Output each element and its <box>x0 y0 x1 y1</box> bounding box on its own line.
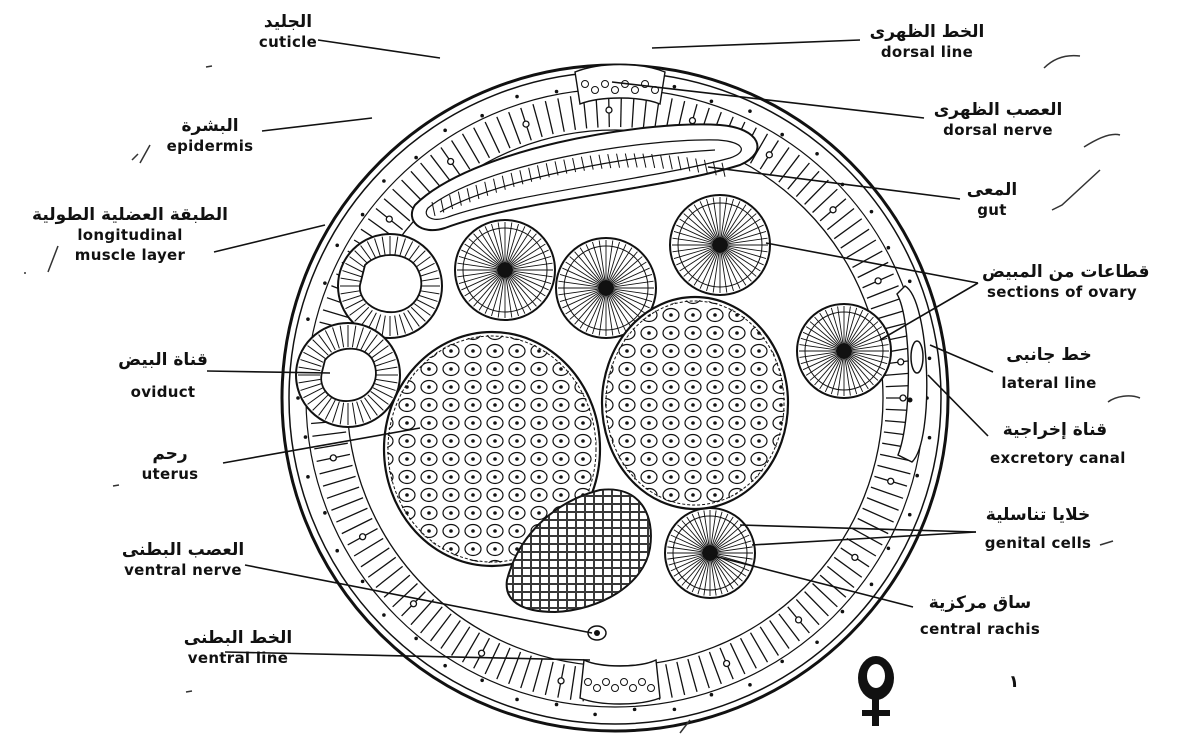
label-dorsal-nerve-en: dorsal nerve <box>928 120 1068 140</box>
label-ventral-nerve-en: ventral nerve <box>118 560 248 580</box>
label-uterus-ar: رحم <box>120 444 220 464</box>
label-dorsal-nerve: العصب الظهرى dorsal nerve <box>928 100 1068 140</box>
label-sections-of-ovary-ar: قطاعات من المبيض <box>982 262 1142 282</box>
label-oviduct-en: oviduct <box>108 382 218 402</box>
label-genital-cells: خلايا تناسلية genital cells <box>978 505 1098 553</box>
label-ventral-nerve-ar: العصب البطنى <box>118 540 248 560</box>
label-oviduct: قناة البيض oviduct <box>108 350 218 402</box>
label-dorsal-nerve-ar: العصب الظهرى <box>928 100 1068 120</box>
label-epidermis-en: epidermis <box>150 136 270 156</box>
label-longitudinal-en1: longitudinal <box>30 225 230 245</box>
ovary-section-4 <box>797 304 891 398</box>
label-oviduct-ar: قناة البيض <box>108 350 218 370</box>
label-cuticle-ar: الجليد <box>248 12 328 32</box>
label-dorsal-line-ar: الخط الظهرى <box>862 22 992 42</box>
label-longitudinal-muscle-layer: الطبقة العضلية الطولية longitudinal musc… <box>30 205 230 265</box>
label-cuticle: الجليد cuticle <box>248 12 328 52</box>
label-cuticle-en: cuticle <box>248 32 328 52</box>
label-dorsal-line: الخط الظهرى dorsal line <box>862 22 992 62</box>
label-uterus-en: uterus <box>120 464 220 484</box>
label-epidermis-ar: البشرة <box>150 116 270 136</box>
label-longitudinal-en2: muscle layer <box>30 245 230 265</box>
ovary-section-5 <box>665 508 755 598</box>
page-number: ١ <box>1004 672 1024 692</box>
label-genital-cells-ar: خلايا تناسلية <box>978 505 1098 525</box>
uterus-right <box>600 296 790 511</box>
label-longitudinal-ar: الطبقة العضلية الطولية <box>30 205 230 225</box>
label-dorsal-line-en: dorsal line <box>862 42 992 62</box>
label-central-rachis: ساق مركزية central rachis <box>910 593 1050 639</box>
label-excretory-canal-ar: قناة إخراجية <box>990 420 1120 440</box>
label-uterus: رحم uterus <box>120 444 220 484</box>
label-gut: المعى gut <box>962 180 1022 220</box>
label-epidermis: البشرة epidermis <box>150 116 270 156</box>
label-ventral-nerve: العصب البطنى ventral nerve <box>118 540 248 580</box>
label-sections-of-ovary-en: sections of ovary <box>982 282 1142 302</box>
label-genital-cells-en: genital cells <box>978 533 1098 553</box>
label-ventral-line-en: ventral line <box>178 648 298 668</box>
label-lateral-line-ar: خط جانبى <box>994 345 1104 365</box>
label-gut-en: gut <box>962 200 1022 220</box>
label-lateral-line-en: lateral line <box>994 373 1104 393</box>
label-lateral-line: خط جانبى lateral line <box>994 345 1104 393</box>
dorsal-line-structure <box>575 65 665 105</box>
label-ventral-line-ar: الخط البطنى <box>178 628 298 648</box>
label-central-rachis-en: central rachis <box>910 619 1050 639</box>
ovary-section-1 <box>455 220 555 320</box>
label-excretory-canal-en: excretory canal <box>990 448 1120 468</box>
ovary-section-3 <box>670 195 770 295</box>
label-ventral-line: الخط البطنى ventral line <box>178 628 298 668</box>
oviduct-lower <box>296 323 400 427</box>
female-symbol-icon <box>858 656 894 726</box>
label-central-rachis-ar: ساق مركزية <box>910 593 1050 613</box>
label-gut-ar: المعى <box>962 180 1022 200</box>
label-sections-of-ovary: قطاعات من المبيض sections of ovary <box>982 262 1142 302</box>
label-excretory-canal: قناة إخراجية excretory canal <box>990 420 1120 468</box>
